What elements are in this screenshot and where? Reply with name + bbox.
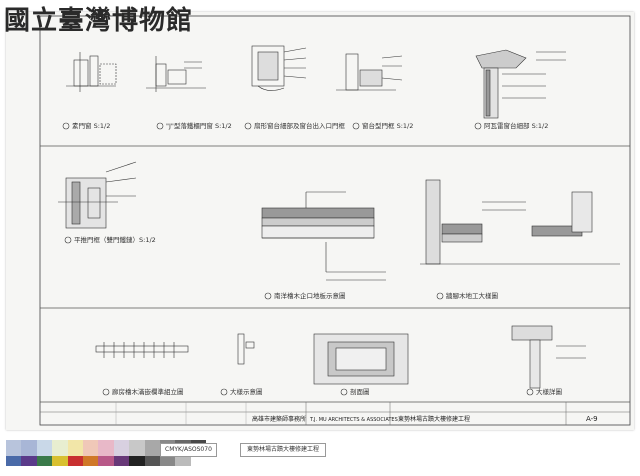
detail-3-figure bbox=[244, 45, 307, 130]
caption-detail-8: 牆腳木地工大樣圖 bbox=[446, 291, 498, 300]
caption-detail-11: 剖面圖 bbox=[350, 387, 370, 396]
caption-detail-12: 大樣詳圖 bbox=[536, 387, 562, 396]
detail-10-figure bbox=[220, 333, 255, 396]
detail-1-figure bbox=[62, 52, 117, 130]
caption-detail-9: 廊房檜木滿嵌欄準組立圖 bbox=[112, 387, 184, 396]
color-chip bbox=[175, 456, 191, 466]
color-chip bbox=[67, 456, 83, 466]
color-chip bbox=[159, 456, 176, 466]
color-chip bbox=[67, 440, 83, 456]
caption-detail-4: 窗台型門框 S:1/2 bbox=[362, 121, 413, 130]
color-chip bbox=[52, 440, 68, 456]
color-chip bbox=[190, 456, 207, 466]
color-chip bbox=[36, 456, 53, 466]
caption-detail-7: 南洋檜木企口地板示意圖 bbox=[274, 291, 346, 300]
detail-8-figure bbox=[420, 179, 620, 300]
detail-2-figure bbox=[146, 56, 206, 130]
color-chip bbox=[6, 440, 22, 456]
color-chip bbox=[144, 456, 160, 466]
museum-logo: 國立臺灣博物館 bbox=[4, 6, 194, 36]
architectural-drawing: 素門窗 S:1/2 "J"型落鐵櫃門窗 S:1/2 扇形窗台細部及窗台出入口門框… bbox=[39, 15, 631, 426]
detail-12-figure bbox=[511, 325, 586, 396]
color-chip bbox=[129, 456, 145, 466]
caption-detail-10: 大樣示意圖 bbox=[230, 387, 263, 396]
titleblock-firm: T.J. MU ARCHITECTS & ASSOCIATES bbox=[309, 417, 398, 423]
color-calibration-bar-2 bbox=[6, 456, 207, 466]
detail-11-figure bbox=[313, 333, 409, 396]
calibration-label: CMYK/ASOS070 bbox=[160, 443, 217, 457]
color-chip bbox=[113, 440, 130, 456]
caption-detail-2: "J"型落鐵櫃門窗 S:1/2 bbox=[166, 121, 232, 130]
detail-7-figure bbox=[261, 191, 386, 300]
detail-6-figure bbox=[58, 161, 137, 244]
color-chip bbox=[82, 456, 99, 466]
caption-detail-3: 扇形窗台細部及窗台出入口門框 bbox=[254, 121, 346, 130]
color-chip bbox=[21, 456, 37, 466]
caption-detail-1: 素門窗 S:1/2 bbox=[72, 121, 110, 130]
titleblock-sheet-number: A-9 bbox=[586, 415, 598, 423]
color-chip bbox=[129, 440, 145, 456]
color-chip bbox=[113, 456, 130, 466]
calibration-caption: 東勢林場古蹟大樓修建工程 bbox=[240, 443, 327, 457]
color-chip bbox=[21, 440, 37, 456]
detail-4-figure bbox=[336, 53, 403, 130]
color-chip bbox=[52, 456, 68, 466]
color-chip bbox=[98, 456, 114, 466]
caption-detail-6: 平推門框（雙門鐵鏈）S:1/2 bbox=[74, 235, 156, 244]
color-chip bbox=[144, 440, 160, 456]
color-chip bbox=[36, 440, 53, 456]
title-block bbox=[40, 402, 630, 425]
drawing-sheet: 素門窗 S:1/2 "J"型落鐵櫃門窗 S:1/2 扇形窗台細部及窗台出入口門框… bbox=[6, 12, 634, 430]
detail-9-figure bbox=[95, 342, 189, 396]
detail-5-figure bbox=[474, 49, 566, 130]
color-chip bbox=[82, 440, 99, 456]
color-chip bbox=[6, 456, 22, 466]
caption-detail-5: 阿瓦雷窗台細部 S:1/2 bbox=[484, 121, 548, 130]
color-chip bbox=[98, 440, 114, 456]
titleblock-project: 東勢林場古蹟大樓修建工程 bbox=[398, 415, 470, 423]
titleblock-office: 高雄市建築師事務所 bbox=[252, 415, 306, 423]
